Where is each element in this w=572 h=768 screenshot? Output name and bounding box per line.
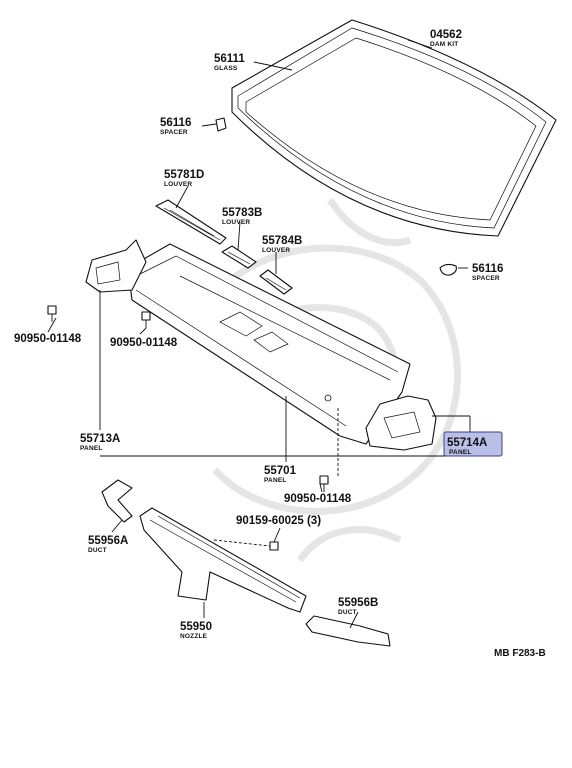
louver-55783b: [221, 245, 257, 269]
louver-55784b: [259, 269, 293, 295]
bolt-90950-01148-lower: [319, 475, 329, 492]
bolt-90950-01148-mid: [141, 311, 151, 328]
name-55956b: DUCT: [338, 609, 357, 616]
name-55784b: LOUVER: [262, 247, 290, 254]
duct-55956b: [305, 615, 391, 647]
label-90950-01148-left: 90950-01148: [14, 333, 82, 345]
figure-code: MB F283-B: [494, 648, 546, 659]
bolt-90950-01148-left: [47, 305, 57, 322]
label-55714a: 55714A: [447, 437, 487, 449]
label-90159-60025: 90159-60025 (3): [236, 515, 321, 527]
label-55783b: 55783B: [222, 207, 262, 219]
label-55784b: 55784B: [262, 235, 302, 247]
label-55950: 55950: [180, 621, 212, 633]
name-55701: PANEL: [264, 477, 287, 484]
spacer-upper: [215, 117, 227, 132]
name-55783b: LOUVER: [222, 219, 250, 226]
spacer-lower: [439, 263, 457, 276]
label-90950-01148-lower: 90950-01148: [284, 493, 352, 505]
label-56111: 56111: [214, 53, 245, 65]
label-55713a: 55713A: [80, 433, 120, 445]
name-56111: GLASS: [214, 65, 238, 72]
nozzle-55950: [139, 507, 307, 613]
side-panel-55714a: [365, 395, 437, 451]
name-55781d: LOUVER: [164, 181, 192, 188]
label-55781d: 55781D: [164, 169, 204, 181]
side-panel-55713a: [85, 239, 147, 293]
label-55956b: 55956B: [338, 597, 378, 609]
highlight-box: [443, 431, 503, 457]
name-55714a: PANEL: [449, 449, 472, 456]
name-55713a: PANEL: [80, 445, 103, 452]
name-55950: NOZZLE: [180, 633, 208, 640]
name-55956a: DUCT: [88, 547, 107, 554]
windshield-glass: [231, 19, 557, 237]
name-04562: DAM KIT: [430, 41, 458, 48]
duct-55956a: [101, 479, 133, 523]
label-55701: 55701: [264, 465, 297, 477]
label-56116-lower: 56116: [472, 263, 503, 275]
label-56116-upper: 56116: [160, 117, 191, 129]
label-90950-01148-mid: 90950-01148: [110, 337, 178, 349]
label-55956a: 55956A: [88, 535, 128, 547]
louver-55781d: [155, 199, 227, 245]
name-56116-upper: SPACER: [160, 129, 188, 136]
label-04562: 04562: [430, 29, 462, 41]
name-56116-lower: SPACER: [472, 275, 500, 282]
screw-90159-60025: [269, 541, 279, 551]
